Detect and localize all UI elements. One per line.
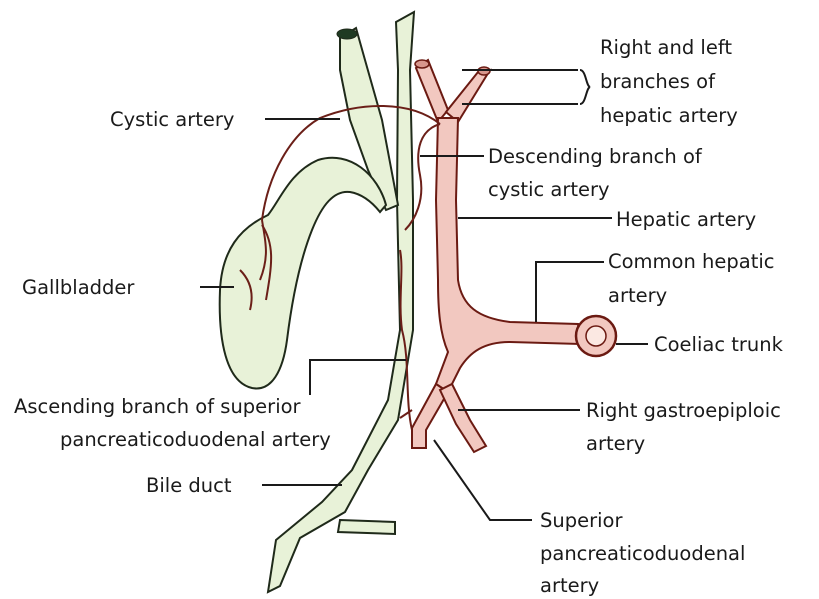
left-hepatic-branch-shape — [446, 70, 490, 122]
brace-right-left-branches — [580, 70, 590, 104]
label-coeliac-trunk: Coeliac trunk — [654, 333, 784, 356]
coeliac-trunk-lumen — [586, 326, 606, 346]
gallbladder-shape — [220, 158, 386, 389]
label-common-hepatic: Common hepatic artery — [608, 250, 781, 307]
right-gastroepiploic-shape — [440, 384, 486, 452]
label-right-gastroepiploic: Right gastroepiploic artery — [586, 399, 787, 455]
leader-common-hepatic — [536, 262, 604, 322]
label-gallbladder: Gallbladder — [22, 276, 135, 299]
bile-duct-system — [220, 12, 414, 592]
label-hepatic-artery: Hepatic artery — [616, 208, 756, 231]
leader-superior-pancreaticoduodenal — [434, 440, 532, 520]
label-bile-duct: Bile duct — [146, 474, 232, 497]
bile-duct-lower-branch — [338, 520, 395, 534]
label-right-left-branches: Right and left branches of hepatic arter… — [600, 36, 738, 127]
label-ascending-branch: Ascending branch of superior pancreatico… — [14, 395, 331, 451]
label-descending-branch: Descending branch of cystic artery — [488, 145, 708, 201]
label-superior-pancreaticoduodenal: Superior pancreaticoduodenal artery — [540, 509, 752, 597]
right-branch-end — [415, 60, 429, 68]
artery-system — [412, 60, 616, 452]
label-cystic-artery: Cystic artery — [110, 108, 234, 131]
duct-opening — [337, 29, 357, 39]
